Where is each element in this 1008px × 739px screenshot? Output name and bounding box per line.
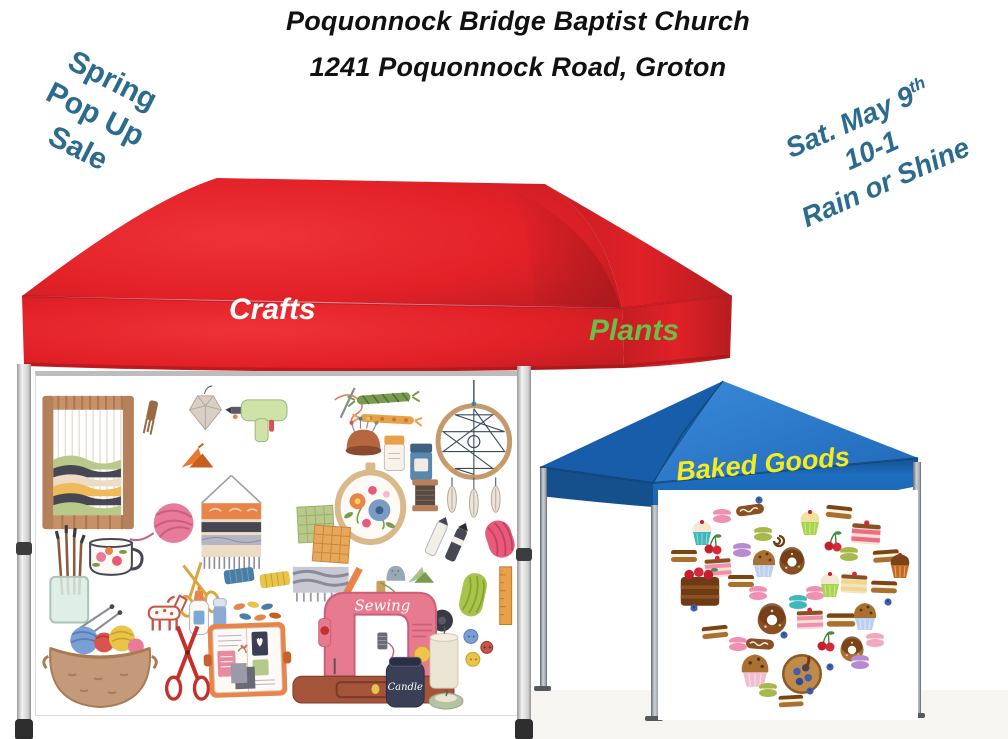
needle-and-thread (334, 387, 363, 427)
ruler (499, 566, 513, 626)
yarn-basket (42, 604, 158, 709)
friendship-bracelets (347, 390, 423, 427)
woven-wall-hanging (200, 474, 262, 569)
pin-cushion (345, 416, 382, 456)
weaving-loom (42, 395, 134, 530)
origami-crane-green (408, 566, 435, 583)
yarn-skein-green (459, 573, 488, 617)
church-address: 1241 Poquonnock Road, Groton (309, 52, 727, 82)
red-tent-pole-left (15, 364, 33, 739)
crafts-label: Crafts (229, 293, 316, 326)
dreamcatcher (435, 379, 513, 518)
mini-woven-rug (292, 566, 350, 602)
baked-goods-heart-illustration (671, 496, 910, 708)
fabric-swatches (296, 504, 352, 564)
blue-tent-leg-left (540, 468, 547, 689)
thread-spool (412, 479, 439, 512)
craft-journal (203, 622, 292, 698)
crafts-banner: Sewing (35, 371, 525, 716)
blue-roof-front-face (653, 381, 918, 483)
craft-illustration: Sewing (42, 379, 515, 710)
yarn-skein-pink (485, 520, 515, 558)
candle-jar-label: Candle (388, 682, 423, 693)
floral-mug (89, 538, 144, 576)
church-name: Poquonnock Bridge Baptist Church (286, 6, 750, 36)
paint-brushes-jar (49, 525, 90, 624)
pole-foot (515, 719, 533, 739)
pole-joint (516, 548, 532, 561)
red-roof-front (22, 178, 622, 308)
red-valance-front (22, 296, 624, 372)
embroidery-hoop (334, 462, 407, 545)
red-tent-pole-right (515, 366, 533, 739)
glue-bottle (189, 586, 209, 635)
blue-tent-foot-front (645, 716, 663, 721)
sewing-machine-label: Sewing (355, 597, 411, 615)
red-roof-side (545, 184, 732, 308)
baked-goods-banner (658, 490, 918, 720)
wooden-comb (142, 400, 158, 435)
candle-jar: Candle (385, 656, 425, 708)
blue-valance-left (540, 467, 653, 507)
thimble (386, 565, 406, 581)
craft-jars (383, 435, 433, 481)
blue-tent-foot-left (534, 686, 551, 691)
tea-light (428, 689, 464, 710)
red-scissors (164, 625, 211, 701)
sewing-machine: Sewing (292, 580, 455, 704)
paint-tubes (424, 517, 468, 562)
plants-label: Plants (589, 314, 680, 347)
origami-crane (181, 442, 214, 468)
feathers (447, 477, 501, 518)
yarn-ball (129, 503, 194, 544)
paper-ornament (188, 385, 222, 431)
pole-joint (16, 542, 32, 555)
heart-of-sweets (671, 496, 910, 708)
floss-bobbins (223, 567, 291, 589)
glue-gun (225, 399, 288, 443)
dala-horse (147, 594, 188, 631)
pillar-candle (429, 626, 459, 689)
pole-foot (15, 719, 33, 739)
red-valance-side (622, 296, 732, 368)
floss-drops (233, 601, 281, 621)
buttons (463, 629, 494, 667)
red-tent-canopy (21, 178, 733, 372)
blue-roof-left-face (540, 381, 723, 483)
